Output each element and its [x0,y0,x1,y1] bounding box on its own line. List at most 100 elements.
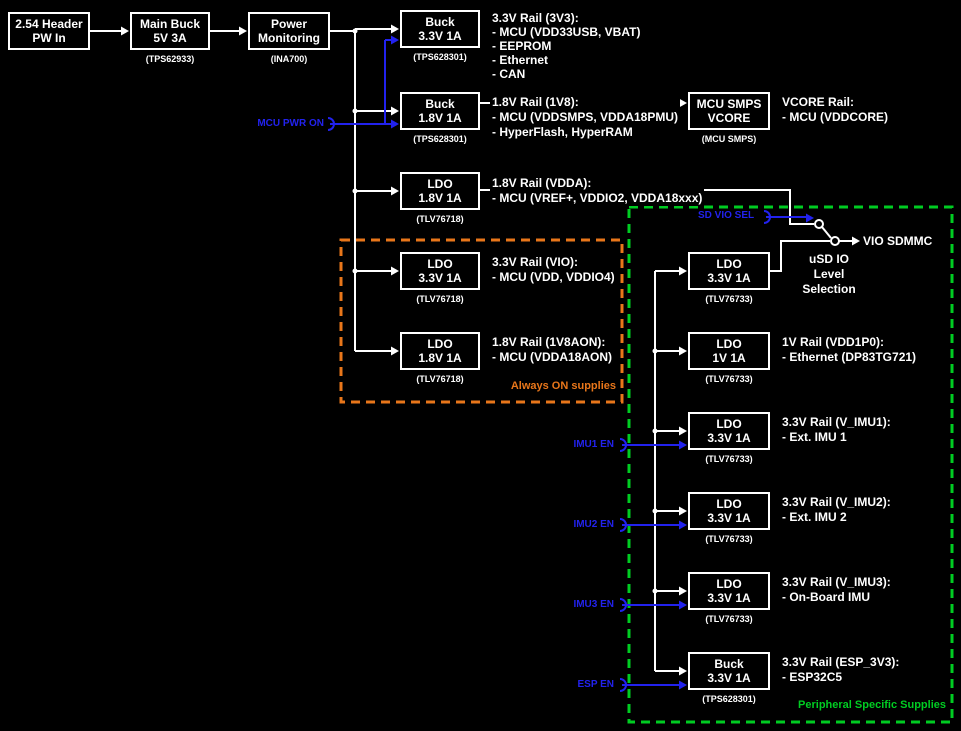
part-number: (TPS628301) [413,52,467,62]
block-label: LDO [427,337,453,351]
block-label: Main Buck [139,17,200,31]
rail-vimu1-text: 3.3V Rail (V_IMU1): - Ext. IMU 1 [780,415,893,445]
vio-sdmmc-arrow [852,236,860,246]
mcu-pwr-on-wire [327,39,391,131]
rail-load: - MCU (VDDA18AON) [492,350,612,364]
imu1-en-label: IMU1 EN [573,439,614,450]
switch-contact-1v8 [814,219,824,229]
block-label: LDO [427,177,453,191]
block-label: 3.3V 1A [707,431,751,445]
block-label: 3.3V 1A [707,271,751,285]
block-label: Buck [425,15,455,29]
block-label: 3.3V 1A [707,671,751,685]
block-label: LDO [716,497,742,511]
rail-title: 3.3V Rail (V_IMU1): [782,415,891,429]
rail-title: 1.8V Rail (VDDA): [492,176,592,190]
rail-title: 3.3V Rail (VIO): [492,255,579,269]
vcore-feed-arrow [679,98,687,108]
block-ldo-1v8-vdda: LDO 1.8V 1A [400,172,480,210]
block-ldo-3v3-usd: LDO 3.3V 1A [688,252,770,290]
part-number: (TLV76733) [705,614,753,624]
block-label: LDO [716,577,742,591]
rail-load: - MCU (VDDSMPS, VDDA18PMU) [492,110,679,124]
rail-title: 3.3V Rail (3V3): [492,11,579,25]
mcu-pwr-on-label: MCU PWR ON [257,118,324,129]
always-on-region-outline [339,238,624,404]
rail-load: - MCU (VREF+, VDDIO2, VDDA18xxx) [492,191,703,205]
vio-sdmmc-label: VIO SDMMC [863,234,933,248]
block-label: LDO [716,257,742,271]
rail-title: 3.3V Rail (V_IMU3): [782,575,891,589]
block-label: 2.54 Header [15,17,83,31]
block-label: 1.8V 1A [418,111,462,125]
rail-title: 1V Rail (VDD1P0): [782,335,885,349]
rail-vcore-text: VCORE Rail: - MCU (VDDCORE) [780,95,890,125]
rail-title: 1.8V Rail (1V8): [492,95,579,109]
peripheral-bus-arrows [652,266,687,676]
imu1-en-arrow [679,440,687,450]
rail-vimu2-text: 3.3V Rail (V_IMU2): - Ext. IMU 2 [780,495,893,525]
block-buck-1v8: Buck 1.8V 1A [400,92,480,130]
block-label: 1V 1A [712,351,746,365]
part-number: (MCU SMPS) [701,134,757,144]
block-label: 3.3V 1A [418,271,462,285]
block-label: 1.8V 1A [418,351,462,365]
peripheral-bus-wires [654,270,679,672]
rail-load: - MCU (VDD, VDDIO4) [492,270,615,284]
block-ldo-1v-eth: LDO 1V 1A [688,332,770,370]
part-number: (TLV76733) [705,454,753,464]
imu2-en-wire [619,518,679,532]
rail-load: - EEPROM [492,39,552,53]
block-label: Monitoring [258,31,320,45]
part-number: (TLV76733) [705,294,753,304]
sd-vio-sel-label: SD VIO SEL [698,210,755,221]
block-label: PW In [32,31,66,45]
note-line: Selection [802,282,856,296]
part-number: (TPS628301) [413,134,467,144]
rail-title: VCORE Rail: [782,95,855,109]
block-ldo-3v3-vio: LDO 3.3V 1A [400,252,480,290]
block-ldo-1v8-aon: LDO 1.8V 1A [400,332,480,370]
rail-vio-text: 3.3V Rail (VIO): - MCU (VDD, VDDIO4) [490,255,617,285]
rail-load: - Ethernet (DP83TG721) [782,350,917,364]
rail-load: - MCU (VDD33USB, VBAT) [492,25,641,39]
rail-load: - Ethernet [492,53,549,67]
sd-vio-sel-wire [763,210,806,224]
rail-title: 3.3V Rail (ESP_3V3): [782,655,900,669]
rail-title: 3.3V Rail (V_IMU2): [782,495,891,509]
peripheral-region-outline [627,205,954,724]
block-label: Power [270,17,307,31]
block-power-monitoring: Power Monitoring [248,12,330,50]
block-label: LDO [716,337,742,351]
switch-lever [821,226,832,239]
block-label: 3.3V 1A [418,29,462,43]
block-ldo-3v3-imu3: LDO 3.3V 1A [688,572,770,610]
part-number: (TLV76718) [416,214,464,224]
imu2-en-arrow [679,520,687,530]
rail-vdd1p0-text: 1V Rail (VDD1P0): - Ethernet (DP83TG721) [780,335,919,365]
block-ldo-3v3-imu1: LDO 3.3V 1A [688,412,770,450]
esp-en-label: ESP EN [577,679,615,690]
rail-vdda-text: 1.8V Rail (VDDA): - MCU (VREF+, VDDIO2, … [490,176,705,206]
part-number: (TLV76718) [416,294,464,304]
rail-vimu3-text: 3.3V Rail (V_IMU3): - On-Board IMU [780,575,893,605]
block-label: LDO [716,417,742,431]
part-number: (TLV76718) [416,374,464,384]
vio-level-switch [814,219,860,246]
block-label: MCU SMPS [696,97,762,111]
block-label: VCORE [707,111,751,125]
rail-1v8aon-text: 1.8V Rail (1V8AON): - MCU (VDDA18AON) [490,335,614,365]
block-main-buck: Main Buck 5V 3A [130,12,210,50]
part-number: (TLV76733) [705,534,753,544]
part-number: (TPS628301) [702,694,756,704]
rail-1v8-text: 1.8V Rail (1V8): - MCU (VDDSMPS, VDDA18P… [490,95,681,140]
block-label: 3.3V 1A [707,591,751,605]
rail-load: - HyperFlash, HyperRAM [492,125,633,139]
usd-level-selection-note: uSD IO Level Selection [790,252,868,297]
note-line: uSD IO Level [808,252,849,281]
rail-load: - Ext. IMU 1 [782,430,847,444]
imu3-en-arrow [679,600,687,610]
block-header-pw-in: 2.54 Header PW In [8,12,90,50]
block-label: LDO [427,257,453,271]
